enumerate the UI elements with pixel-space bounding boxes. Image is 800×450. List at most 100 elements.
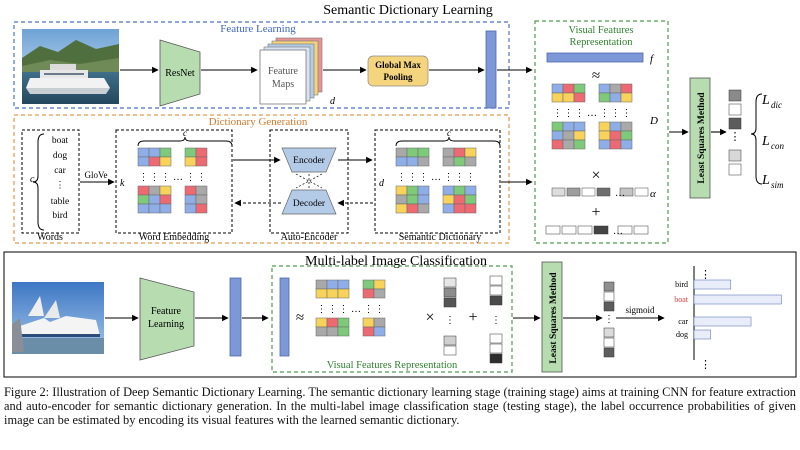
alpha-cell [443, 345, 457, 356]
matrix-cell [406, 156, 419, 167]
decoder-label: Decoder [293, 199, 326, 209]
prob-label-bird: bird [675, 280, 688, 289]
matrix-cell [573, 130, 586, 141]
matrix-cell [609, 121, 622, 132]
matrix-cell [620, 92, 633, 103]
matrix-cell [137, 156, 150, 167]
prob-bar-dog [693, 329, 711, 340]
alpha-vdots: ⋮ [445, 315, 455, 326]
matrix-cell [620, 130, 633, 141]
matrix-cell [315, 288, 328, 299]
feature-maps-d: d [330, 96, 336, 107]
error-cell [617, 225, 633, 235]
gmp-label-2: Pooling [383, 72, 413, 82]
dictionary-generation-box [13, 114, 510, 244]
matrix-cell [395, 156, 408, 167]
matrix-dots: ⋮ [600, 108, 610, 119]
vfr-D: D [649, 115, 658, 127]
error-cell [489, 343, 503, 354]
matrix-cell [195, 194, 208, 205]
figure-caption: Figure 2: Illustration of Deep Semantic … [4, 385, 796, 427]
feature-learning-block [139, 277, 195, 361]
matrix-cell [406, 203, 419, 214]
matrix-cell [464, 156, 477, 167]
matrix-cell [417, 194, 430, 205]
least-squares-label-top: Least Squares Method [697, 92, 707, 184]
matrix-cell [551, 92, 564, 103]
prob-label-boat: boat [674, 295, 689, 304]
decoder-block [281, 189, 337, 215]
matrix-cell [315, 317, 328, 328]
matrix-cell [453, 147, 466, 158]
words-label: Words [37, 232, 63, 243]
matrix-cell [148, 147, 161, 158]
word-2: car [54, 166, 66, 176]
matrix-cell [598, 83, 611, 94]
code-vector-top: ⋮ [728, 89, 742, 176]
feature-learning-label-2: Learning [148, 319, 184, 330]
encoder-label: Encoder [293, 156, 325, 166]
matrix-cell [464, 185, 477, 196]
vfr-box-bottom [271, 265, 513, 373]
vfr-title-1: Visual Features [569, 25, 634, 36]
latent-crossing-lines [295, 173, 323, 189]
vfr-label-bottom: Visual Features Representation [327, 360, 458, 371]
prob-bar-boat [693, 294, 782, 305]
matrix-cell [184, 203, 197, 214]
matrix-cell [417, 185, 430, 196]
alpha-hdots: … [615, 188, 625, 199]
word-embedding-box [115, 129, 233, 234]
matrix-cell [195, 156, 208, 167]
alpha-cell [443, 287, 457, 298]
matrix-dots: ⋮ [339, 304, 349, 315]
error-vdots: ⋮ [491, 315, 501, 326]
matrix-dots: ⋮ [139, 172, 149, 183]
resnet-block [159, 39, 201, 107]
svg-text:L: L [761, 93, 770, 108]
matrix-cell [562, 139, 575, 150]
code-cell [603, 281, 615, 292]
word-embedding-matrix: ⋮⋮⋮⋮⋮… [137, 147, 208, 214]
matrix-cell [137, 203, 150, 214]
matrix-hdots: … [351, 304, 361, 315]
error-cell [489, 353, 503, 364]
matrix-cell [326, 326, 339, 337]
matrix-cell [573, 139, 586, 150]
glove-label: GloVe [85, 170, 108, 180]
stage2-title: Multi-label Image Classification [305, 254, 487, 269]
matrix-cell [337, 288, 350, 299]
matrix-cell [573, 83, 586, 94]
matrix-dots: ⋮ [564, 108, 574, 119]
matrix-cell [453, 185, 466, 196]
vfr-error-row: … [545, 225, 649, 237]
least-squares-bar-bottom [541, 261, 563, 373]
matrix-cell [395, 194, 408, 205]
matrix-hdots: … [431, 172, 441, 183]
matrix-hdots: … [587, 108, 597, 119]
matrix-cell [159, 185, 172, 196]
matrix-cell [337, 279, 350, 290]
matrix-cell [406, 194, 419, 205]
error-cell [593, 225, 609, 235]
matrix-cell [326, 317, 339, 328]
error-cell [489, 275, 503, 286]
matrix-dots: ⋮ [611, 108, 621, 119]
vfr-alpha-row: … [551, 187, 649, 199]
feature-maps-stack [259, 37, 323, 105]
semantic-dictionary-c: c [447, 128, 451, 138]
matrix-cell [573, 121, 586, 132]
matrix-cell [417, 156, 430, 167]
matrix-cell [184, 156, 197, 167]
error-cell [489, 295, 503, 306]
code-cell [728, 163, 742, 176]
code-dots: ⋮ [730, 131, 741, 143]
matrix-cell [184, 194, 197, 205]
word-5: bird [52, 211, 68, 221]
semantic-dictionary-d: d [379, 178, 385, 189]
input-image-ship [12, 282, 104, 354]
svg-text:con: con [771, 141, 784, 151]
matrix-cell [195, 203, 208, 214]
matrix-cell [417, 147, 430, 158]
semantic-dictionary-brace [395, 136, 501, 147]
